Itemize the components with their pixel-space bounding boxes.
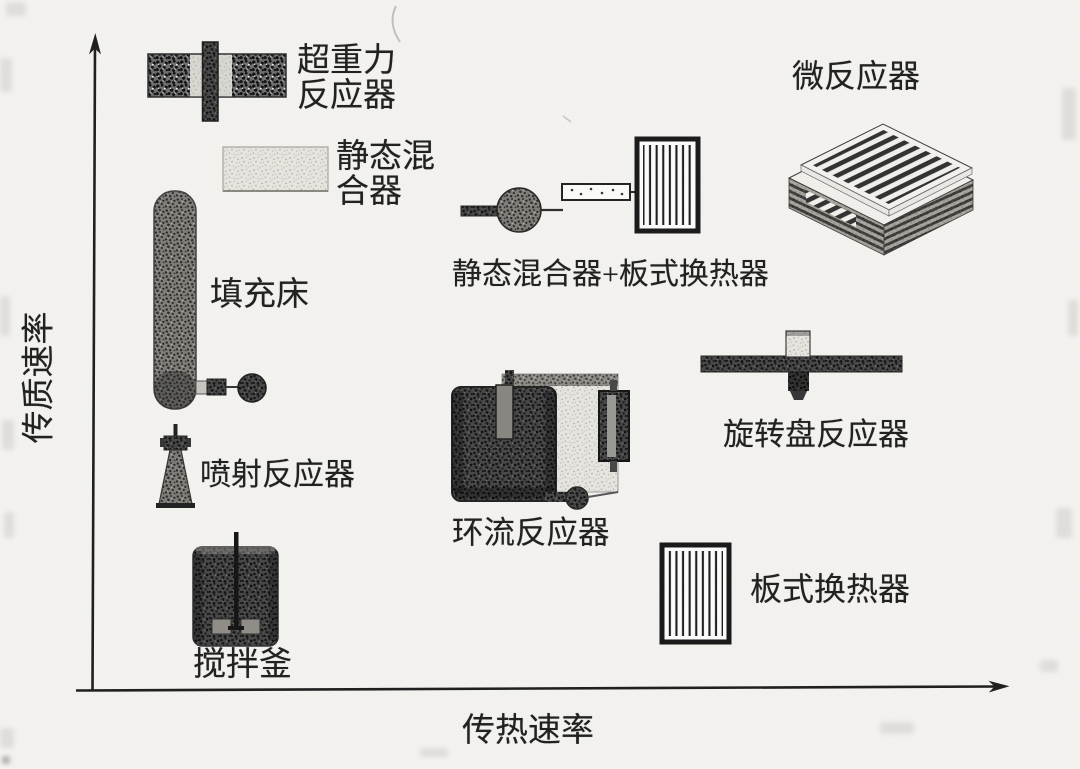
static-mixer-icon (222, 146, 329, 192)
scan-smudge (1040, 660, 1058, 672)
plate-heat-exchanger-label: 板式换热器 (750, 571, 911, 607)
y-axis-label: 传质速率 (21, 311, 58, 444)
high-gravity-reactor-icon (147, 41, 287, 122)
scan-smudge (1062, 88, 1076, 140)
scan-smudge (880, 722, 914, 734)
jet-reactor-icon (156, 424, 195, 508)
scan-smudge (2, 756, 10, 764)
scan-smudge (0, 728, 14, 748)
plate-heat-exchanger-icon (659, 542, 732, 645)
scan-smudge (4, 512, 14, 538)
static-mixer-plate-hx-icon (460, 136, 701, 234)
high-gravity-reactor-label: 超重力 反应器 (297, 43, 396, 114)
rotating-disk-reactor-label: 旋转盘反应器 (723, 417, 909, 452)
scan-artifacts (391, 5, 572, 123)
stirred-tank-label: 搅拌釜 (193, 647, 292, 683)
rotating-disk-reactor-icon (700, 330, 903, 400)
scan-smudge (1056, 508, 1072, 538)
scan-smudge (0, 58, 12, 92)
scan-smudge (6, 2, 26, 16)
scan-smudge (0, 296, 10, 336)
static-mixer-plate-hx-label: 静态混合器+板式换热器 (452, 258, 769, 291)
scan-smudge (2, 420, 14, 450)
microreactor-label: 微反应器 (792, 58, 921, 94)
stirred-tank-icon (192, 532, 279, 647)
scan-smudge (1068, 300, 1078, 336)
scan-smudge (420, 748, 448, 757)
x-axis-label: 传热速率 (462, 713, 594, 749)
loop-reactor-label: 环流反应器 (452, 515, 610, 550)
jet-reactor-label: 喷射反应器 (200, 457, 355, 492)
loop-reactor-icon (451, 370, 630, 510)
microreactor-icon (787, 123, 975, 256)
static-mixer-label: 静态混 合器 (336, 139, 435, 210)
packed-bed-label: 填充床 (210, 277, 309, 313)
